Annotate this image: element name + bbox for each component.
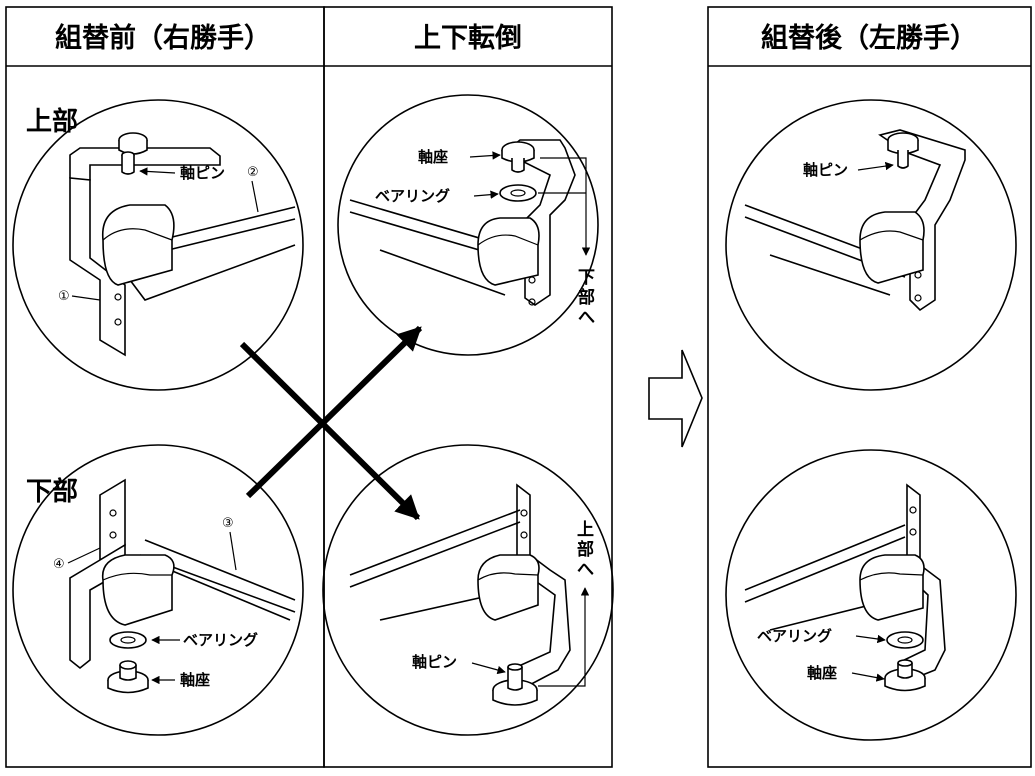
- after-upper-hinge: [744, 129, 966, 312]
- label-upper: 上部: [26, 107, 78, 137]
- after-upper-shaft-pin-label: 軸ピン: [803, 161, 848, 179]
- flip-lower-circle: [322, 444, 614, 736]
- to-upper-char-3: へ: [577, 560, 594, 580]
- part-1: ①: [58, 289, 70, 304]
- swap-arrow-down: [239, 341, 421, 521]
- to-lower-char-1: 下: [578, 268, 595, 288]
- header-after: 組替後（左勝手）: [761, 22, 977, 54]
- label-lower: 下部: [26, 477, 78, 507]
- header-flip: 上下転倒: [414, 23, 522, 54]
- before-lower-circle: [12, 444, 304, 736]
- after-lower-bearing-label: ベアリング: [757, 627, 832, 645]
- header-before: 組替前（右勝手）: [55, 22, 271, 54]
- to-lower-char-3: へ: [578, 308, 595, 328]
- flip-upper-shaft-seat-label: 軸座: [418, 148, 448, 166]
- before-upper-hinge: [69, 132, 296, 357]
- before-lower-hinge: [69, 478, 296, 694]
- next-step-arrow: [648, 349, 703, 448]
- to-upper-char-1: 上: [577, 520, 594, 540]
- after-upper-circle: [725, 99, 1017, 391]
- panel-after-frame: [707, 6, 1032, 768]
- after-lower-circle: [725, 449, 1017, 741]
- after-lower-shaft-seat-label: 軸座: [807, 664, 837, 682]
- part-3: ③: [222, 516, 234, 531]
- to-upper-char-2: 部: [577, 539, 594, 560]
- flip-upper-circle: [337, 94, 599, 356]
- flip-upper-hinge: [349, 139, 576, 306]
- before-lower-shaft-seat-label: 軸座: [180, 671, 210, 689]
- flip-upper-bearing-label: ベアリング: [375, 187, 450, 205]
- swap-arrow-up: [245, 325, 423, 499]
- part-2: ②: [247, 165, 259, 180]
- before-upper-circle: [12, 99, 304, 391]
- panel-flip-frame: [323, 6, 613, 768]
- before-lower-bearing-label: ベアリング: [183, 631, 258, 649]
- to-lower-char-2: 部: [578, 287, 595, 308]
- flip-lower-shaft-pin-label: 軸ピン: [412, 653, 457, 671]
- part-4: ④: [53, 557, 65, 572]
- after-lower-hinge: [744, 483, 946, 692]
- before-upper-shaft-pin-label: 軸ピン: [180, 164, 225, 182]
- flip-lower-hinge: [349, 483, 571, 706]
